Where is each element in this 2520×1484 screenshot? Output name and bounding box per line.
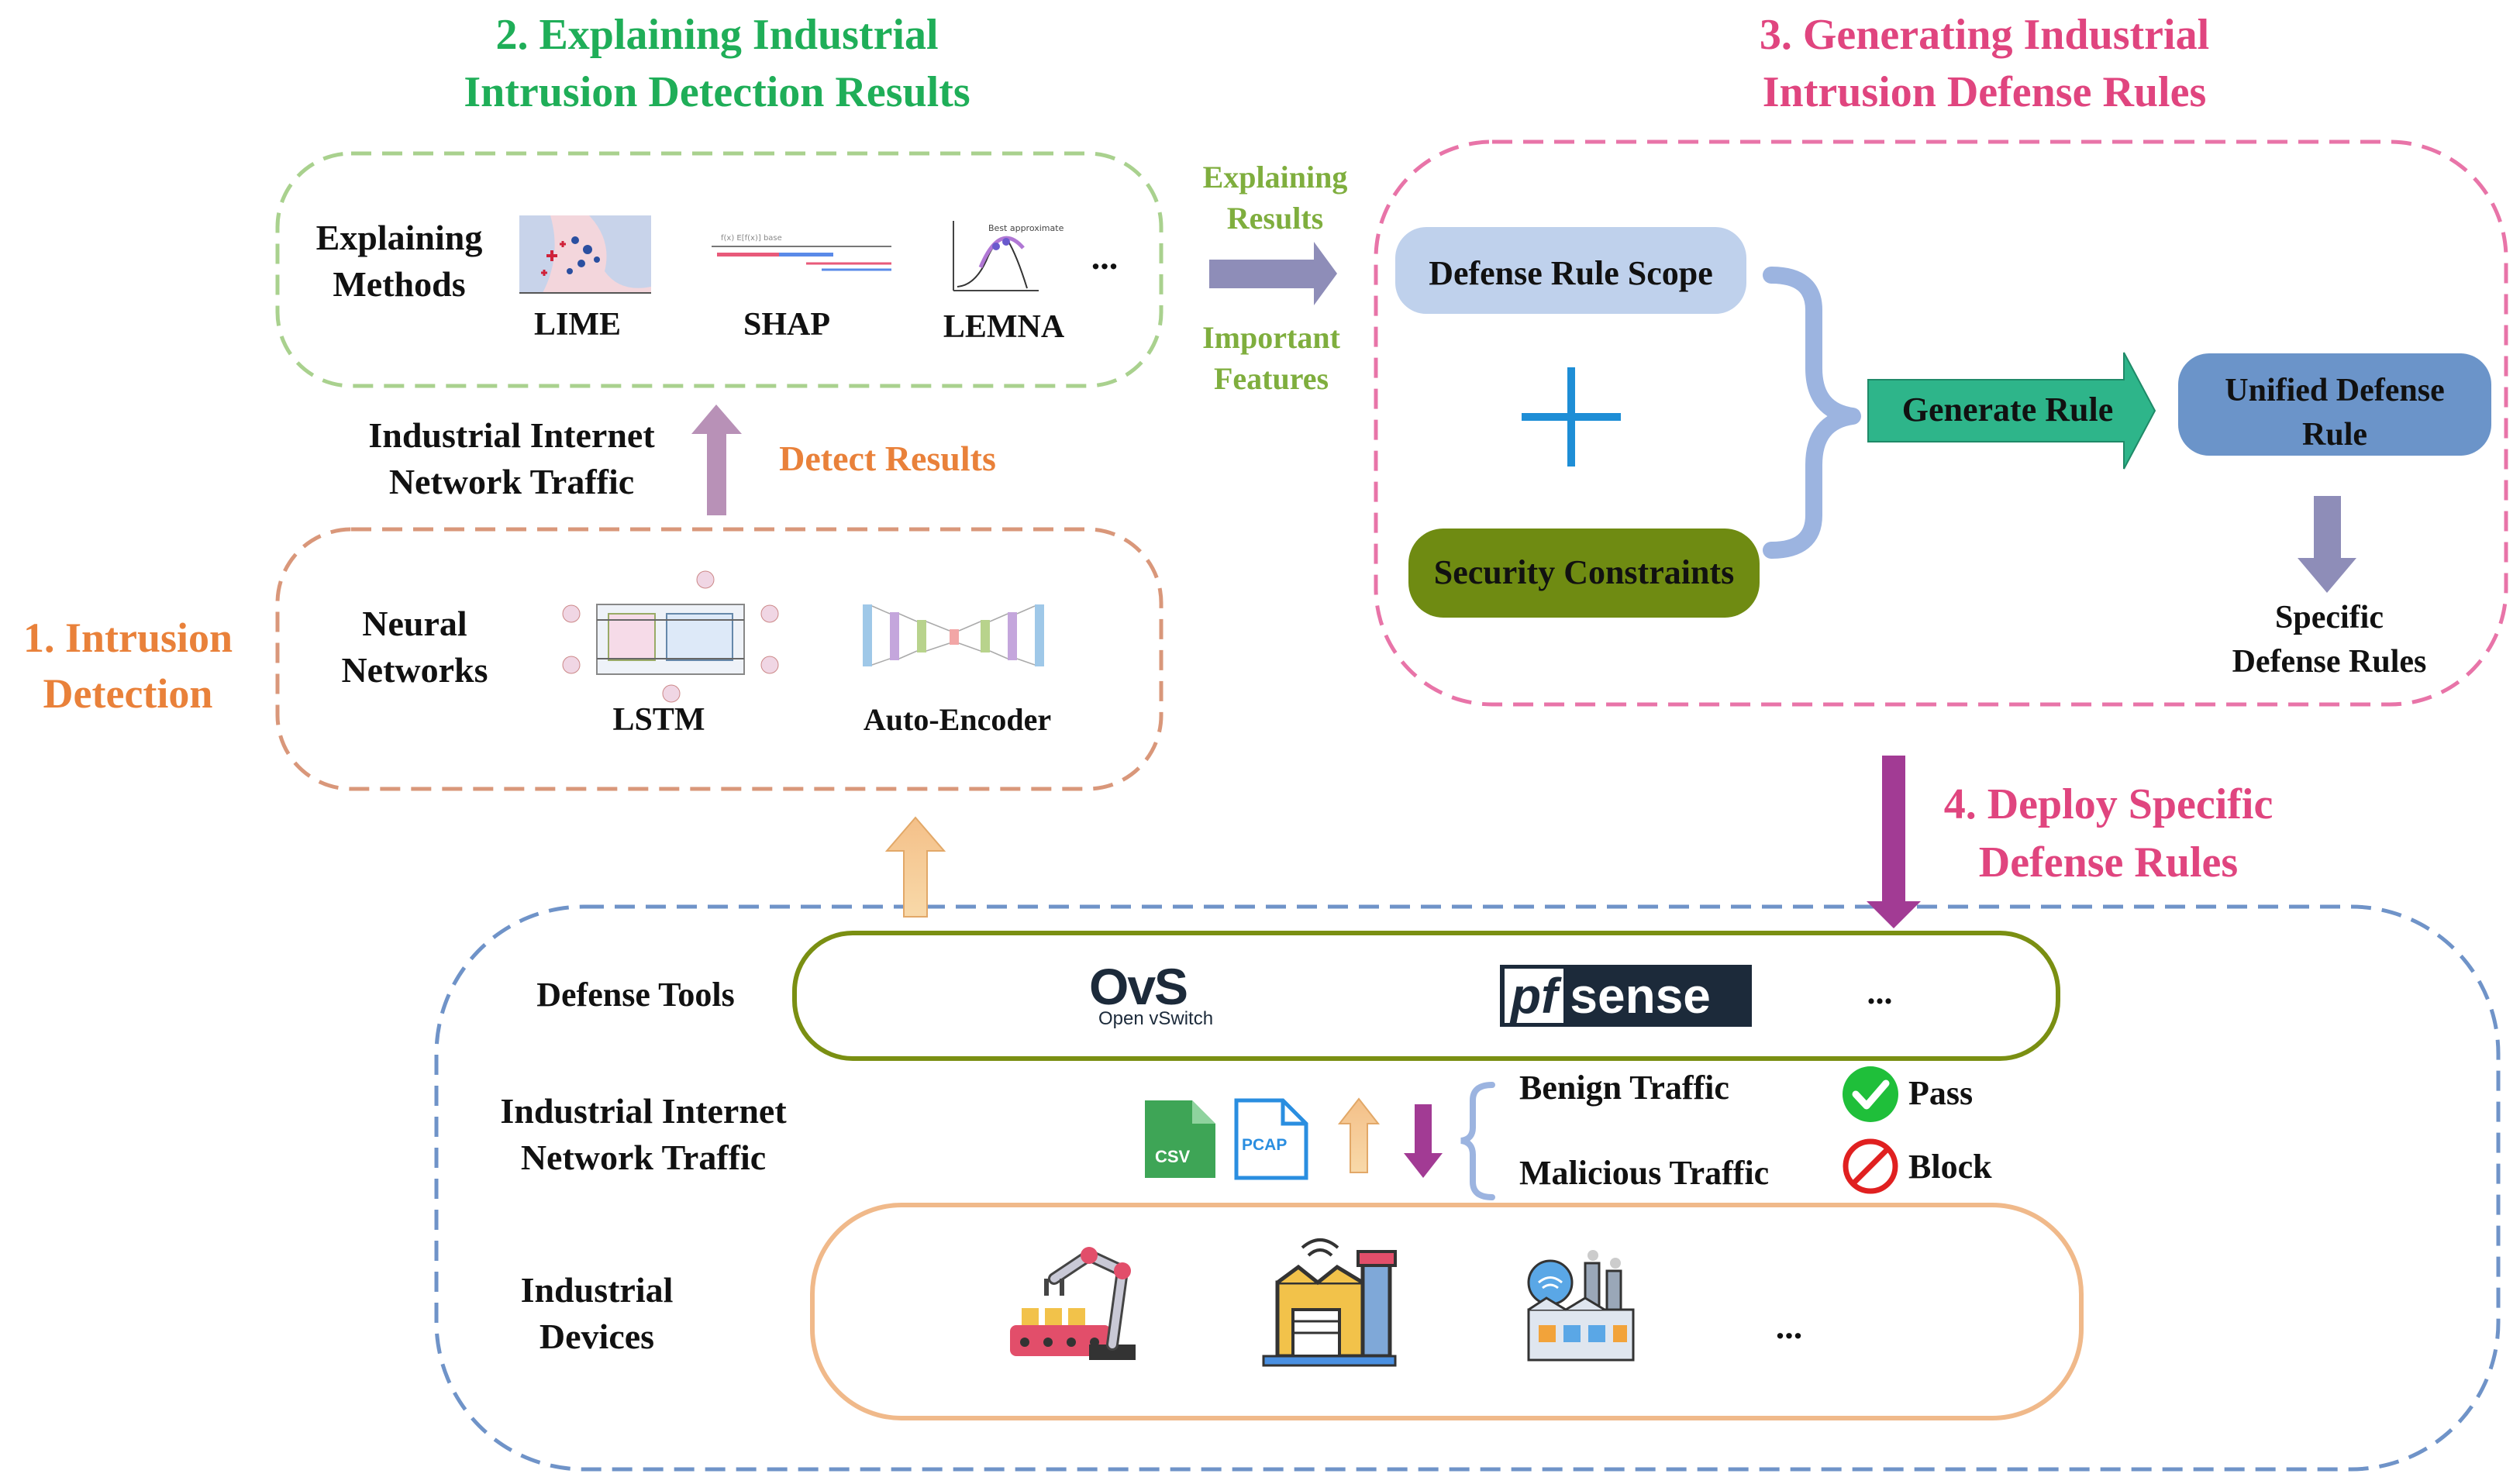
- traffic-to-detection-arrow: [884, 816, 946, 918]
- traffic-down-arrow: [1404, 1104, 1443, 1178]
- lemna-plot-icon: Best approximate: [953, 221, 1064, 291]
- csv-label: CSV: [1155, 1147, 1191, 1166]
- unified-to-specific-arrow: [2298, 496, 2356, 593]
- shap-plot-icon: f(x) E[f(x)] base: [712, 234, 891, 271]
- defense-rule-scope-label: Defense Rule Scope: [1429, 254, 1713, 292]
- section-1-title-line2: Detection: [43, 670, 213, 717]
- ovs-logo-text: OvS: [1089, 958, 1188, 1015]
- ovs-logo-subtext: Open vSwitch: [1098, 1008, 1214, 1029]
- section-4-title-line2: Defense Rules: [1978, 838, 2239, 887]
- tools-more: ...: [1867, 973, 1893, 1011]
- factory-icon: [1262, 1238, 1397, 1367]
- unified-defense-rule-line1: Unified Defense: [2225, 373, 2445, 408]
- pcap-file-icon: [1234, 1098, 1308, 1180]
- pass-label: Pass: [1908, 1074, 1974, 1112]
- detect-results-label: Detect Results: [779, 439, 996, 478]
- malicious-traffic-label: Malicious Traffic: [1519, 1154, 1770, 1192]
- svg-text:f(x) E[f(x)] base: f(x) E[f(x)] base: [721, 234, 782, 243]
- specific-defense-rules-line2: Defense Rules: [2232, 644, 2427, 680]
- deploy-arrow: [1867, 756, 1921, 928]
- pass-check-icon: [1843, 1066, 1898, 1122]
- deploy-traffic-line2: Network Traffic: [520, 1138, 767, 1177]
- traffic-up-arrow: [1337, 1097, 1381, 1173]
- lime-plot-icon: [519, 215, 651, 294]
- explaining-results-line1: Explaining: [1202, 160, 1348, 195]
- deploy-traffic-line1: Industrial Internet: [500, 1091, 787, 1131]
- benign-traffic-label: Benign Traffic: [1519, 1069, 1729, 1107]
- section-2-title-line2: Intrusion Detection Results: [464, 68, 970, 116]
- important-features-line1: Important: [1202, 320, 1340, 355]
- pfsense-sense: sense: [1570, 968, 1711, 1024]
- defense-tools-pill: [792, 931, 2060, 1061]
- rules-brace: [1763, 267, 1861, 559]
- block-label: Block: [1908, 1148, 1992, 1186]
- svg-text:Best approximate: Best approximate: [988, 223, 1064, 233]
- deployment-box: [434, 904, 2501, 1472]
- section-4-title-line1: 4. Deploy Specific: [1943, 780, 2274, 828]
- autoencoder-label: Auto-Encoder: [863, 702, 1052, 737]
- generate-rule-label: Generate Rule: [1901, 391, 2114, 429]
- autoencoder-diagram-icon: [863, 604, 1044, 666]
- industrial-devices-line2: Devices: [539, 1317, 655, 1356]
- devices-more: ...: [1775, 1307, 1803, 1346]
- explaining-methods-line2: Methods: [333, 264, 466, 304]
- detect-traffic-line1: Industrial Internet: [368, 415, 655, 455]
- explaining-results-arrow: [1209, 242, 1337, 305]
- detect-results-arrow: [691, 405, 742, 515]
- industrial-devices-pill: [810, 1203, 2084, 1420]
- unified-defense-rule-box[interactable]: [2178, 353, 2491, 456]
- neural-networks-line1: Neural: [362, 604, 467, 643]
- unified-defense-rule-line2: Rule: [2302, 417, 2367, 453]
- lstm-diagram-icon: [562, 570, 779, 703]
- pcap-label: PCAP: [1242, 1136, 1288, 1154]
- lemna-label: LEMNA: [943, 309, 1065, 345]
- lime-label: LIME: [533, 307, 621, 343]
- section-1-title-line1: 1. Intrusion: [22, 615, 233, 661]
- explaining-results-line2: Results: [1226, 201, 1324, 236]
- generate-rule-arrow[interactable]: [1867, 352, 2156, 470]
- section-3-title-line1: 3. Generating Industrial: [1759, 11, 2210, 59]
- defense-rule-scope-box[interactable]: [1395, 227, 1746, 314]
- explain-more: ...: [1091, 237, 1119, 277]
- rule-generation-box: [1374, 139, 2508, 707]
- smart-factory-icon: [1527, 1250, 1635, 1362]
- traffic-brace: [1460, 1082, 1495, 1200]
- neural-networks-line2: Networks: [341, 650, 488, 690]
- important-features-line2: Features: [1213, 361, 1329, 396]
- robot-arm-icon: [1010, 1247, 1136, 1360]
- security-constraints-box[interactable]: [1408, 529, 1760, 618]
- specific-defense-rules-line1: Specific: [2275, 600, 2384, 635]
- security-constraints-label: Security Constraints: [1433, 553, 1735, 591]
- defense-tools-label: Defense Tools: [536, 976, 735, 1014]
- section-2-title-line1: 2. Explaining Industrial: [495, 11, 939, 59]
- pfsense-pf: pf: [1505, 969, 1564, 1023]
- industrial-devices-line1: Industrial: [520, 1270, 674, 1310]
- shap-label: SHAP: [743, 307, 830, 343]
- block-icon: [1843, 1138, 1898, 1194]
- section-3-title-line2: Intrusion Defense Rules: [1762, 68, 2207, 116]
- neural-networks-box: [275, 527, 1163, 791]
- detect-traffic-line2: Network Traffic: [388, 462, 635, 501]
- csv-file-icon: [1145, 1100, 1215, 1178]
- plus-icon: [1522, 367, 1621, 467]
- explaining-methods-line1: Explaining: [315, 218, 483, 257]
- lstm-label: LSTM: [612, 702, 705, 738]
- ovs-logo: OvS Open vSwitch: [1089, 957, 1244, 1029]
